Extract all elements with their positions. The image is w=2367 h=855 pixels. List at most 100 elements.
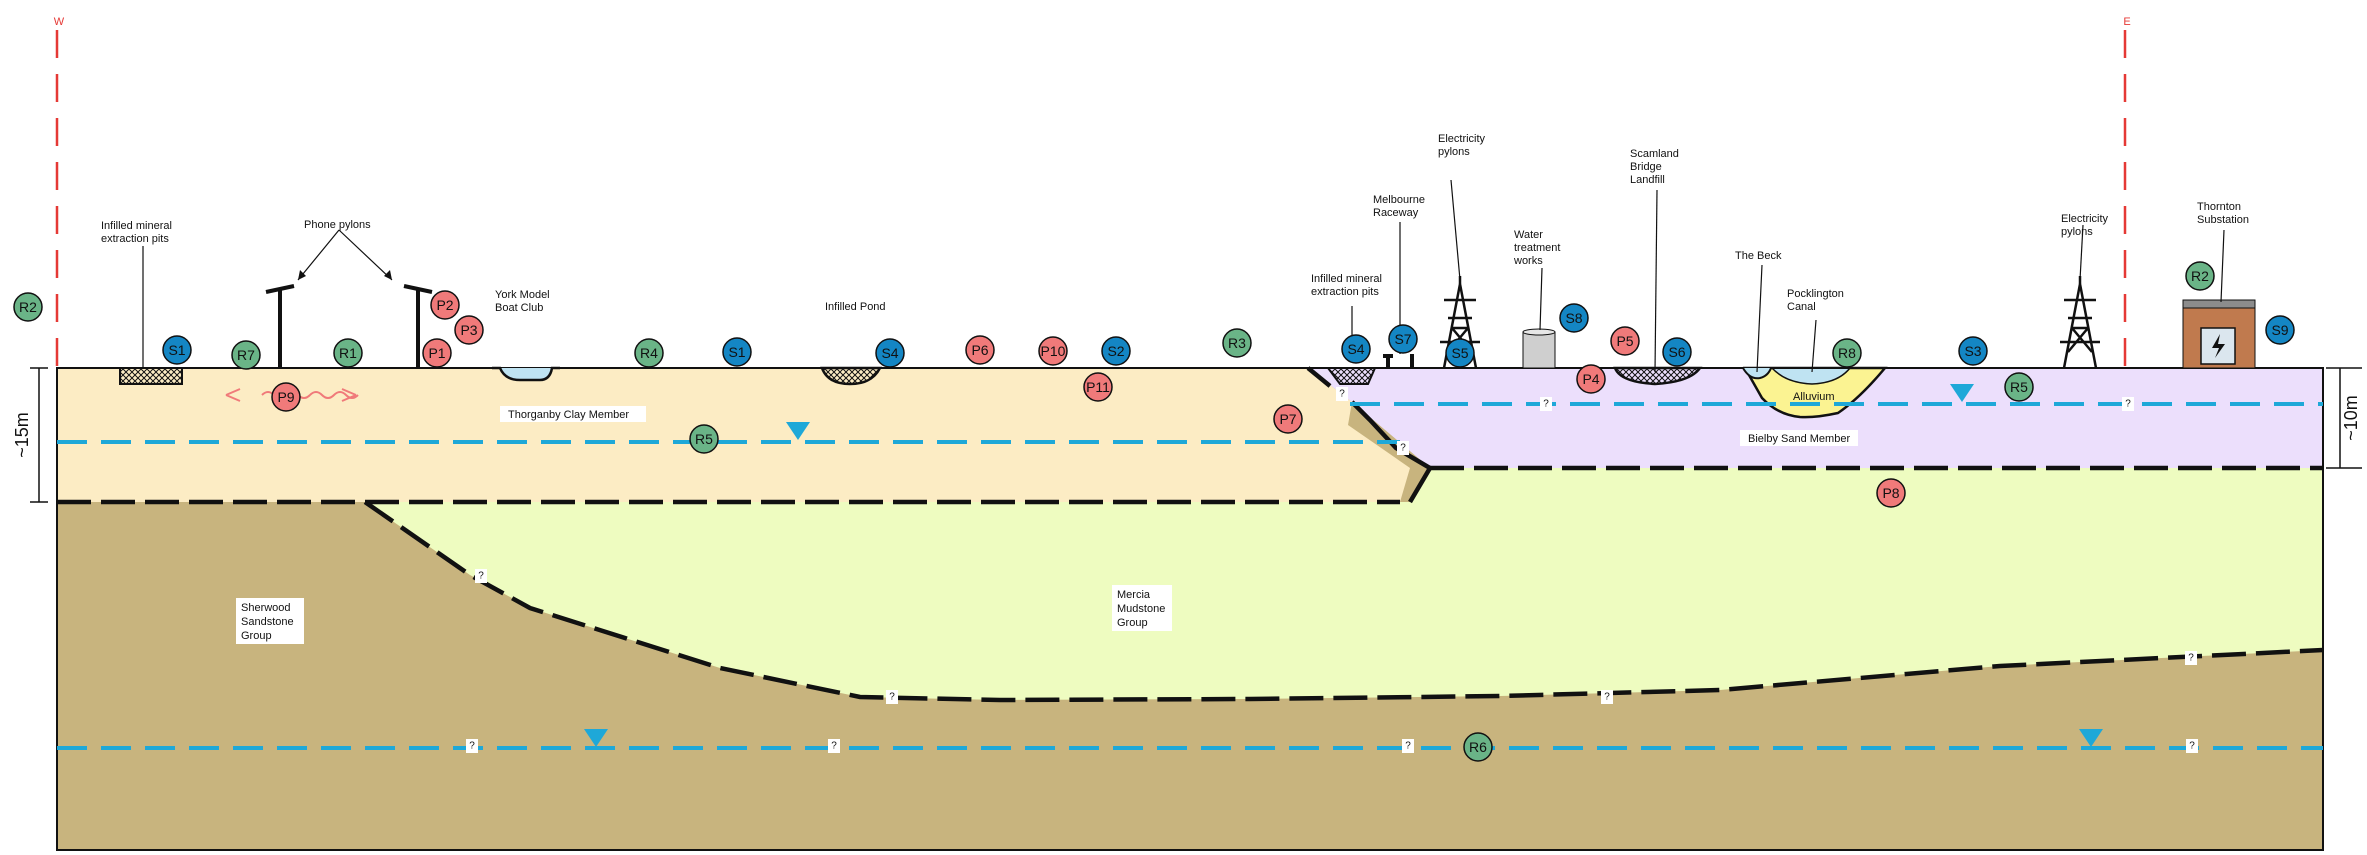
uncertainty-mark: ?	[1336, 387, 1348, 401]
sherwood-sandstone-label: Sherwood Sandstone Group	[241, 602, 297, 642]
source-marker: S8	[1559, 303, 1589, 333]
svg-text:?: ?	[1604, 692, 1610, 703]
pathway-marker: P1	[422, 338, 452, 368]
svg-text:?: ?	[831, 741, 837, 752]
left-scale-bar	[30, 367, 48, 503]
section-frame	[56, 367, 2324, 851]
svg-text:?: ?	[2189, 741, 2195, 752]
boat-club-label: York Model Boat Club	[495, 289, 553, 314]
pathway-marker: P2	[430, 290, 460, 320]
infilled-pond-label: Infilled Pond	[825, 301, 886, 313]
svg-text:?: ?	[1339, 389, 1345, 400]
boat-club-pond	[492, 366, 560, 382]
source-marker: S4	[875, 338, 905, 368]
electricity-pylon-icon	[2060, 276, 2100, 369]
svg-text:P5: P5	[1616, 333, 1633, 349]
uncertainty-mark: ?	[1397, 441, 1409, 455]
uncertainty-mark: ?	[2185, 651, 2197, 665]
receptor-marker: R6	[1463, 732, 1493, 762]
svg-text:?: ?	[889, 692, 895, 703]
mercia-mudstone-label: Mercia Mudstone Group	[1117, 589, 1168, 629]
source-marker: S7	[1388, 324, 1418, 354]
svg-text:?: ?	[2188, 653, 2194, 664]
alluvium-label: Alluvium	[1793, 391, 1835, 403]
svg-text:P11: P11	[1086, 379, 1110, 395]
east-label: E	[2123, 16, 2130, 28]
pathway-marker: P4	[1576, 364, 1606, 394]
pathway-marker: P11	[1083, 372, 1113, 402]
svg-text:S1: S1	[168, 342, 185, 358]
svg-text:P2: P2	[436, 297, 453, 313]
svg-text:?: ?	[469, 741, 475, 752]
source-marker: S3	[1958, 336, 1988, 366]
receptor-marker: R5	[2004, 372, 2034, 402]
receptor-marker: R4	[634, 338, 664, 368]
svg-text:P6: P6	[971, 342, 988, 358]
svg-text:P4: P4	[1582, 371, 1599, 387]
phone-pylon-icon	[265, 284, 295, 368]
svg-text:R2: R2	[2191, 268, 2209, 284]
left-scale-label: ~15m	[12, 412, 32, 458]
pathway-marker: P9	[271, 382, 301, 412]
source-marker: S2	[1101, 336, 1131, 366]
alluvium-unit	[1742, 366, 1888, 419]
groundwater-levels	[57, 402, 2323, 750]
pathway-marker: P7	[1273, 404, 1303, 434]
receptor-marker: R8	[1832, 338, 1862, 368]
infilled-pit-east	[1326, 367, 1377, 385]
receptor-marker: R7	[231, 340, 261, 370]
water-works-label: Water treatment works	[1513, 229, 1564, 267]
uncertainty-mark: ?	[466, 739, 478, 753]
canal-label: Pocklington Canal	[1787, 288, 1847, 313]
right-scale-bar	[2326, 367, 2362, 469]
uncertainty-mark: ?	[1540, 397, 1552, 411]
infilled-pits-east-label: Infilled mineral extraction pits	[1311, 273, 1385, 298]
water-table-symbols	[584, 384, 2103, 747]
uncertainty-mark: ?	[828, 739, 840, 753]
svg-text:S1: S1	[728, 344, 745, 360]
pathway-marker: P8	[1876, 478, 1906, 508]
svg-text:P9: P9	[277, 389, 294, 405]
bielby-sand-label: Bielby Sand Member	[1748, 433, 1850, 445]
substation-icon	[2182, 299, 2256, 369]
svg-text:R7: R7	[237, 347, 255, 363]
svg-text:S4: S4	[1347, 341, 1364, 357]
svg-text:S4: S4	[881, 345, 898, 361]
uncertainty-mark: ?	[475, 569, 487, 583]
receptor-marker: R3	[1222, 328, 1252, 358]
bielby-sand-unit	[1308, 368, 2323, 468]
pathway-marker: P5	[1610, 326, 1640, 356]
svg-text:?: ?	[478, 571, 484, 582]
thorganby-clay-label: Thorganby Clay Member	[508, 409, 629, 421]
leader-arrowheads	[298, 270, 392, 280]
receptor-marker: R2	[13, 292, 43, 322]
electricity-pylons-2-label: Electricity pylons	[2061, 213, 2111, 238]
uncertainty-mark: ?	[886, 690, 898, 704]
receptor-marker: R2	[2185, 261, 2215, 291]
svg-text:P1: P1	[428, 345, 445, 361]
uncertainty-mark: ?	[1402, 739, 1414, 753]
infilled-pit-west	[119, 367, 183, 385]
pathway-marker: P6	[965, 335, 995, 365]
the-beck-channel	[1742, 367, 1772, 380]
markers: R2 S1 R7 R1 P2 P3 P1 P9 R4 S1 R5 S4 P6 P…	[13, 261, 2295, 762]
svg-text:S5: S5	[1451, 345, 1468, 361]
right-scale-label: ~10m	[2341, 395, 2361, 441]
svg-text:P8: P8	[1882, 485, 1899, 501]
bielby-thorganby-contact	[1306, 366, 1434, 504]
landfill-cell	[1613, 366, 1703, 386]
source-marker: S6	[1662, 337, 1692, 367]
source-marker: S9	[2265, 315, 2295, 345]
thorganby-clay-unit	[57, 368, 1410, 502]
electricity-pylons-1-label: Electricity pylons	[1438, 133, 1488, 158]
raceway-label: Melbourne Raceway	[1373, 194, 1428, 219]
svg-text:R1: R1	[339, 345, 357, 361]
leader-lines	[142, 179, 2225, 373]
canal-water	[1770, 367, 1852, 385]
the-beck-label: The Beck	[1735, 250, 1782, 262]
svg-text:R8: R8	[1838, 345, 1856, 361]
receptor-marker: R5	[689, 424, 719, 454]
svg-text:R2: R2	[19, 299, 37, 315]
uncertainty-mark: ?	[2122, 397, 2134, 411]
